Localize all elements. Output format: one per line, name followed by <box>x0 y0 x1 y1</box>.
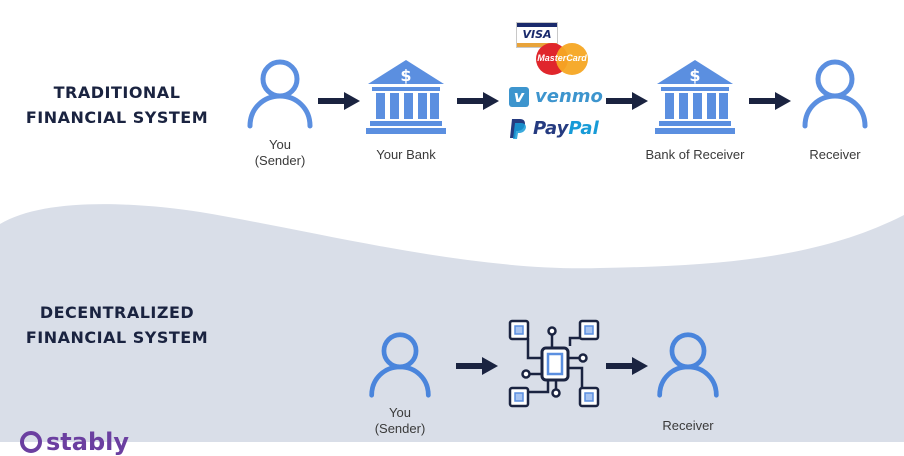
arrow-right-icon <box>318 92 360 110</box>
svg-text:$: $ <box>689 66 700 85</box>
node-label-sender: You (Sender) <box>374 405 426 436</box>
venmo-icon: v <box>509 86 529 107</box>
background-wave <box>0 204 904 442</box>
blockchain-network-icon <box>508 319 600 408</box>
node-label-sender: You (Sender) <box>254 137 306 168</box>
bank-icon: $ <box>655 60 735 134</box>
paypal-logo: PayPal <box>509 118 599 139</box>
decentralized-heading: DECENTRALIZED FINANCIAL SYSTEM <box>25 303 209 347</box>
person-icon <box>802 59 868 129</box>
paypal-icon <box>510 118 526 139</box>
brand-logo: stably <box>20 428 129 456</box>
arrow-right-icon <box>606 357 648 375</box>
svg-text:$: $ <box>400 66 411 85</box>
traditional-heading: TRADITIONAL FINANCIAL SYSTEM <box>25 83 209 127</box>
arrow-right-icon <box>606 92 648 110</box>
node-label-bank-of-receiver: Bank of Receiver <box>645 147 745 162</box>
person-icon <box>247 59 313 129</box>
mastercard-logo: MasterCard <box>536 43 588 75</box>
arrow-right-icon <box>749 92 791 110</box>
node-label-receiver: Receiver <box>662 418 714 433</box>
bank-icon: $ <box>366 60 446 134</box>
person-icon <box>369 332 431 398</box>
logo-ring-icon <box>20 431 42 453</box>
person-icon <box>657 332 719 398</box>
node-label-your-bank: Your Bank <box>376 147 436 162</box>
node-label-receiver: Receiver <box>809 147 861 162</box>
arrow-right-icon <box>457 92 499 110</box>
arrow-right-icon <box>456 357 498 375</box>
